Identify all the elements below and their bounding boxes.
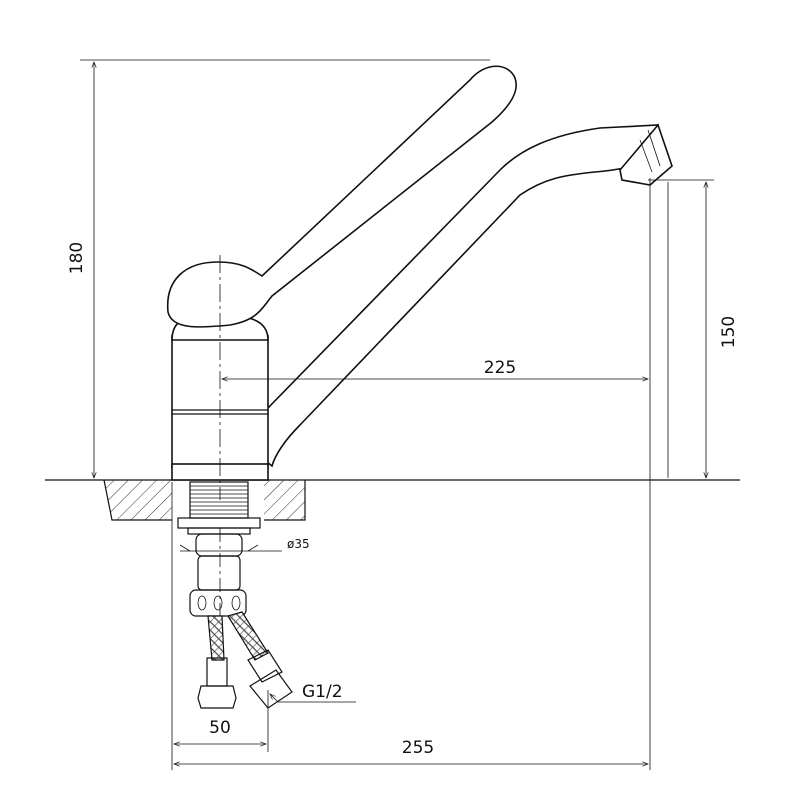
hose-right [227, 611, 269, 661]
dimension-spout-reach: 225 [221, 178, 651, 770]
hose-left-ferrule [206, 657, 228, 687]
hose-right-ferrule [247, 649, 283, 683]
dimension-height-total: 180 [67, 59, 490, 479]
dimension-shank-diameter: ø35 [179, 537, 310, 552]
mounting-nut [195, 533, 243, 557]
shank-threads [190, 485, 248, 515]
hose-left [207, 615, 225, 661]
mounting-sleeve [197, 555, 241, 591]
connector-oval-right [231, 595, 241, 611]
threaded-shank [189, 481, 249, 519]
dimension-label-50: 50 [209, 718, 231, 738]
aerator-line-2 [639, 139, 653, 173]
counter-hatch [104, 480, 305, 520]
thread-leader-arrow [269, 693, 279, 703]
dimension-label-180: 180 [67, 242, 87, 274]
spout [258, 124, 663, 468]
dimension-spout-height: 150 [648, 179, 739, 479]
countertop [45, 479, 740, 521]
connector-oval-mid [213, 595, 223, 611]
dimension-label-225: 225 [484, 358, 516, 378]
dimension-label-255: 255 [402, 738, 434, 758]
faucet-body [166, 65, 673, 500]
dimension-label-150: 150 [719, 316, 739, 348]
mounting-shank [177, 481, 261, 640]
dimension-total-width: 255 [173, 738, 649, 767]
mounting-washer [177, 517, 261, 529]
counter-outline [103, 479, 306, 521]
dimension-label-thread: G1/2 [302, 682, 343, 702]
flexible-hoses [197, 611, 293, 709]
mounting-plate [187, 527, 251, 535]
hose-left-nut [197, 685, 237, 709]
hose-right-nut [249, 669, 293, 709]
dimension-base-width: 50 [171, 482, 269, 770]
dimension-label-35: ø35 [287, 537, 310, 551]
aerator-line [647, 129, 661, 167]
dimension-thread: G1/2 [269, 682, 356, 703]
connector-oval-left [197, 595, 207, 611]
lever-handle [166, 65, 517, 328]
